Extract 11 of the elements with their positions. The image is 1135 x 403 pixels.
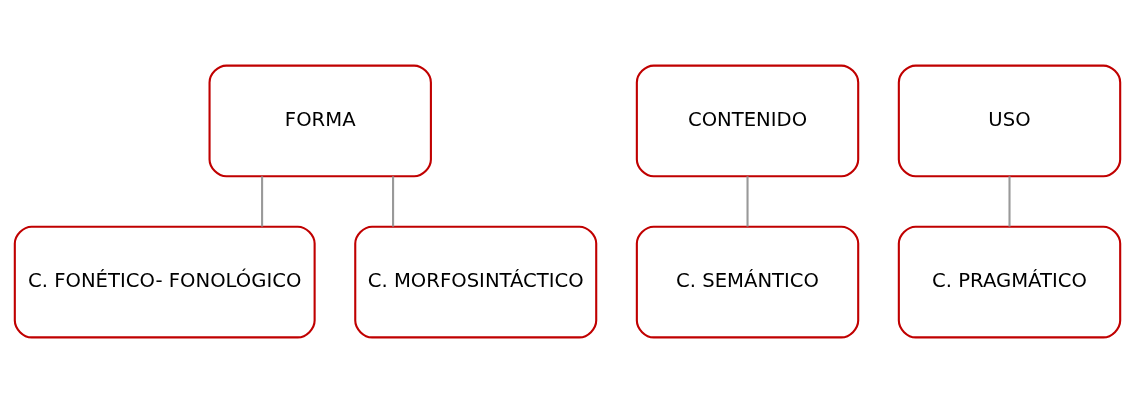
node-box: C. FONÉTICO- FONOLÓGICO xyxy=(13,225,316,339)
node-box: C. MORFOSINTÁCTICO xyxy=(354,225,598,339)
connector xyxy=(392,176,395,227)
connector xyxy=(746,176,749,227)
connector xyxy=(261,176,264,227)
connector xyxy=(1008,176,1011,227)
node-box: C. PRAGMÁTICO xyxy=(897,225,1122,339)
node-box: FORMA xyxy=(208,64,432,178)
node-box: C. SEMÁNTICO xyxy=(635,225,860,339)
node-box: CONTENIDO xyxy=(635,64,860,178)
node-box: USO xyxy=(897,64,1122,178)
